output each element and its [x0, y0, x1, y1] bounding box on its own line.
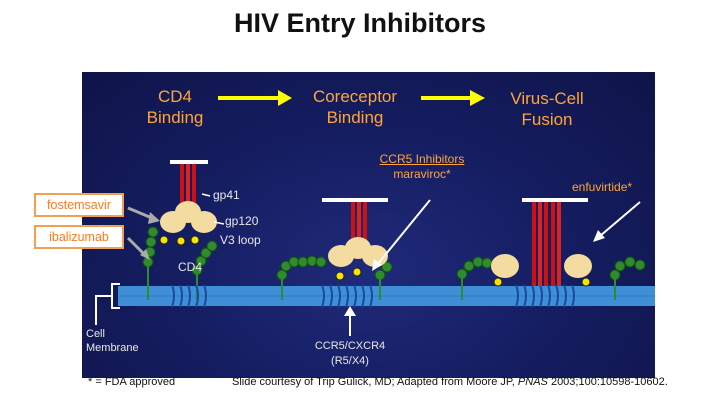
virus-envelope-3	[491, 198, 592, 286]
stage-coreceptor-binding: Coreceptor Binding	[295, 86, 415, 128]
drug-enfuvirtide: enfuvirtide*	[572, 180, 632, 194]
drug-ccr5-line1: CCR5 Inhibitors	[362, 152, 482, 167]
stage-cd4-line2: Binding	[120, 107, 230, 128]
drug-ccr5-inhibitors: CCR5 Inhibitors maraviroc*	[362, 152, 482, 182]
drug-ibalizumab: ibalizumab	[34, 225, 124, 249]
pointer-ccr5-inhibitor	[372, 200, 430, 271]
label-gp120: gp120	[225, 214, 258, 228]
stage-coreceptor-line2: Binding	[295, 107, 415, 128]
stage-virus-cell-fusion: Virus-Cell Fusion	[487, 88, 607, 130]
pointer-fostemsavir	[128, 208, 160, 224]
footnote-credit: Slide courtesy of Trip Gulick, MD; Adapt…	[232, 376, 668, 388]
drug-ccr5-line2: maraviroc*	[362, 167, 482, 182]
pointer-coreceptor	[344, 306, 356, 336]
pointer-enfuvirtide	[593, 202, 640, 242]
footnote-fda: * = FDA approved	[88, 376, 175, 388]
label-coreceptor-line1: CCR5/CXCR4	[300, 339, 400, 354]
stage-fusion-line1: Virus-Cell	[487, 88, 607, 109]
stage-cd4-binding: CD4 Binding	[120, 86, 230, 128]
stage-coreceptor-line1: Coreceptor	[295, 86, 415, 107]
label-coreceptor-line2: (R5/X4)	[300, 354, 400, 369]
drug-fostemsavir: fostemsavir	[34, 193, 124, 217]
label-gp41: gp41	[213, 188, 240, 202]
label-cd4: CD4	[178, 260, 202, 274]
virus-envelope-2	[322, 198, 388, 280]
label-cell-membrane-line1: Cell	[86, 327, 139, 341]
stage-cd4-line1: CD4	[120, 86, 230, 107]
footnote-credit-suffix: 2003;100:10598-10602.	[548, 376, 668, 388]
label-cell-membrane-line2: Membrane	[86, 341, 139, 355]
virus-envelope-1	[160, 160, 217, 245]
footnote-credit-journal: PNAS	[518, 376, 548, 388]
footnote-credit-prefix: Slide courtesy of Trip Gulick, MD; Adapt…	[232, 376, 518, 388]
stage-arrow-2	[421, 90, 485, 106]
label-coreceptor: CCR5/CXCR4 (R5/X4)	[300, 339, 400, 369]
label-v3-loop: V3 loop	[220, 233, 261, 247]
stage-fusion-line2: Fusion	[487, 109, 607, 130]
membrane-bracket	[96, 284, 120, 325]
pointer-gp41	[202, 194, 210, 196]
label-cell-membrane: Cell Membrane	[86, 327, 139, 355]
